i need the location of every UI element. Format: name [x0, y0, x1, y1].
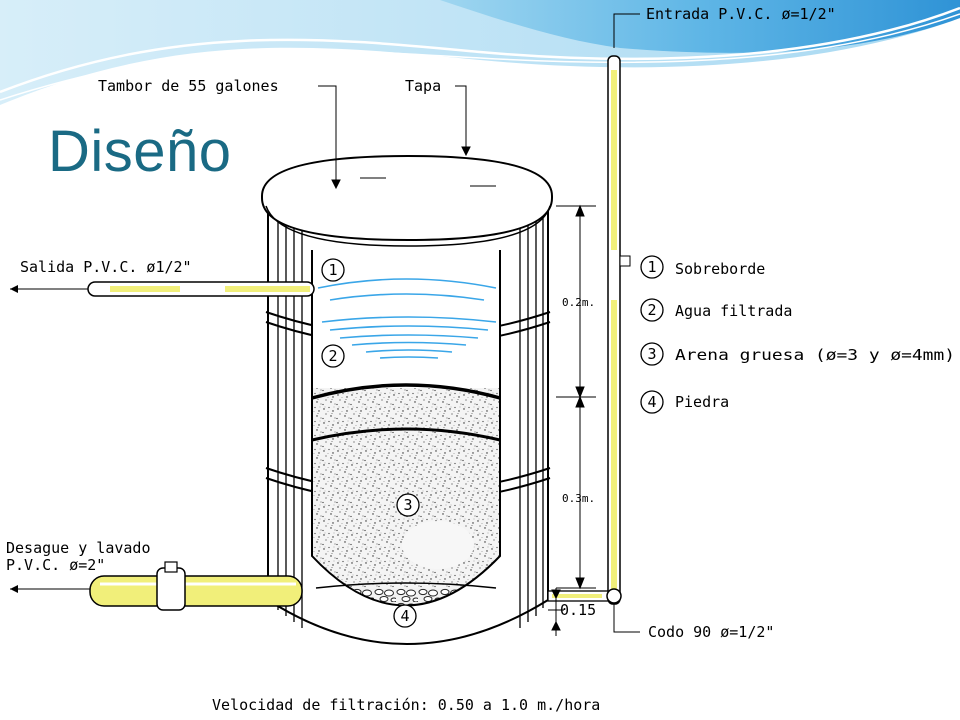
marker-1: 1 — [328, 261, 337, 279]
velocity-caption: Velocidad de filtración: 0.50 a 1.0 m./h… — [212, 696, 600, 714]
drum-lid — [261, 154, 553, 247]
legend-item: 3 Arena gruesa (ø=3 y ø=4mm) — [640, 342, 955, 366]
legend-item: 4 Piedra — [640, 390, 729, 414]
drain-pipe — [10, 561, 303, 611]
legend-text: Agua filtrada — [675, 302, 792, 320]
marker-4: 4 — [400, 607, 409, 625]
legend-num: 1 — [647, 258, 656, 276]
drum-label: Tambor de 55 galones — [98, 77, 279, 95]
dimension-lines — [548, 204, 596, 636]
legend-text: Arena gruesa (ø=3 y ø=4mm) — [675, 346, 955, 364]
dim-upper: 0.2m. — [562, 296, 595, 309]
legend-num: 3 — [647, 345, 656, 363]
outlet-label: Salida P.V.C. ø1/2" — [20, 258, 192, 276]
drum-markers: 1 2 3 4 — [321, 258, 420, 628]
slide-title: Diseño — [48, 119, 232, 184]
legend-num: 4 — [647, 393, 656, 411]
outlet-pipe — [10, 281, 315, 297]
marker-3: 3 — [403, 496, 412, 514]
dim-lower: 0.3m. — [562, 492, 595, 505]
water-surface — [317, 278, 497, 359]
legend-num: 2 — [647, 301, 656, 319]
drain-label-line2: P.V.C. ø=2" — [6, 556, 105, 574]
legend-text: Piedra — [675, 393, 729, 411]
inlet-pipe — [547, 55, 631, 605]
dim-bottom: 0.15 — [560, 601, 596, 619]
drain-label-line1: Desague y lavado — [6, 539, 151, 557]
legend-text: Sobreborde — [675, 260, 765, 278]
marker-2: 2 — [328, 347, 337, 365]
legend: 1 Sobreborde 2 Agua filtrada 3 Arena gru… — [640, 255, 955, 414]
lid-label: Tapa — [405, 77, 441, 95]
header-wave — [0, 0, 960, 105]
legend-item: 1 Sobreborde — [640, 255, 765, 279]
leader-lines — [318, 13, 640, 633]
inlet-label: Entrada P.V.C. ø=1/2" — [646, 5, 836, 23]
legend-item: 2 Agua filtrada — [640, 298, 792, 322]
filter-column — [311, 250, 501, 607]
elbow-label: Codo 90 ø=1/2" — [648, 623, 774, 641]
